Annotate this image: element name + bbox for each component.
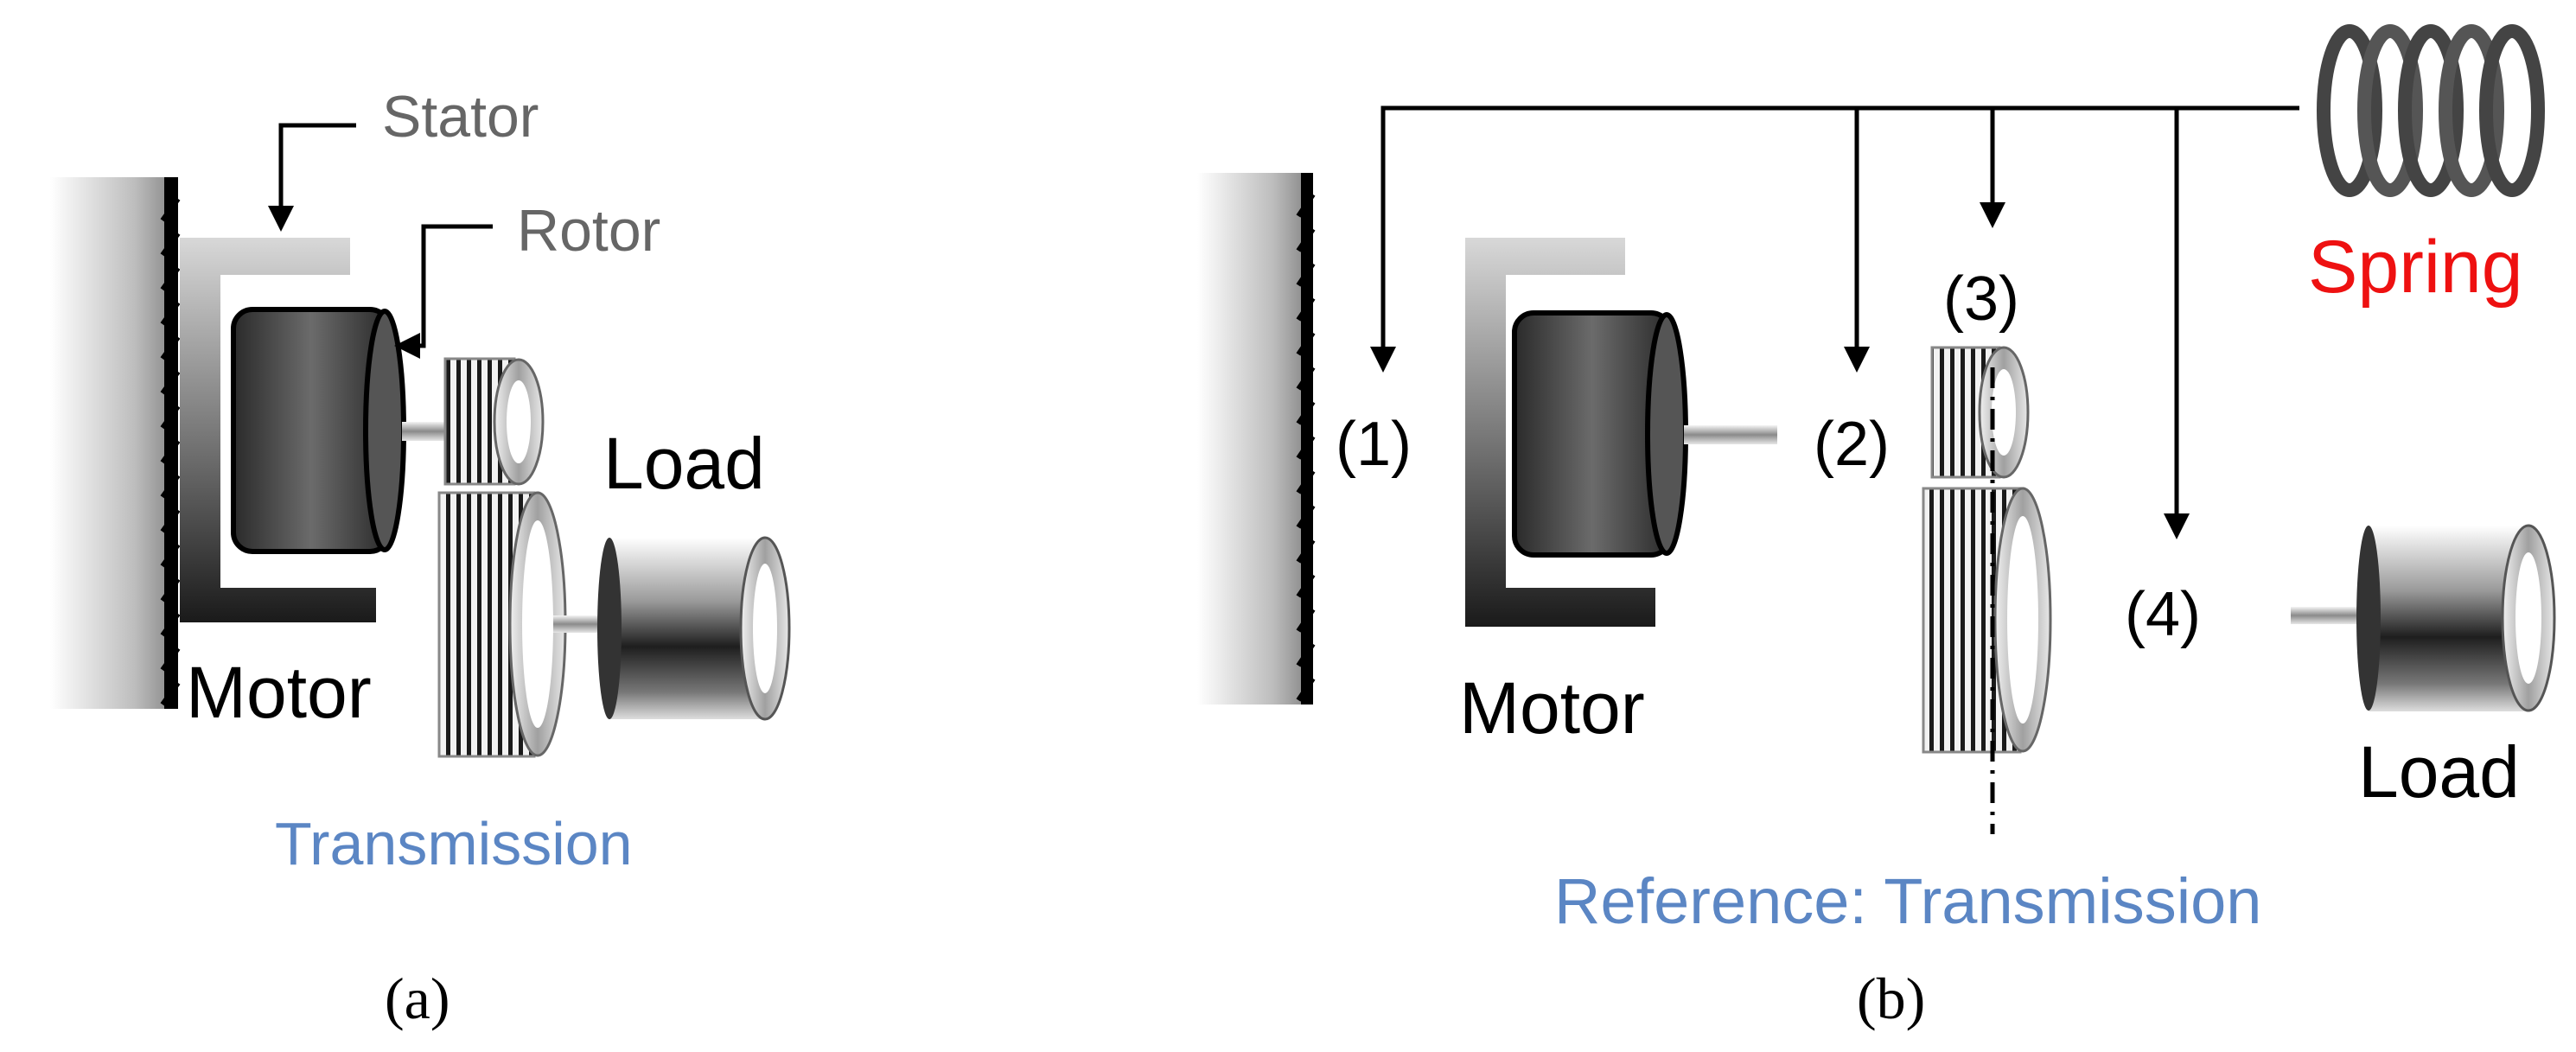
load-cylinder-icon xyxy=(597,536,791,721)
panel-b: Spring (1) (2) (3) (4) Motor Load Refere… xyxy=(1197,24,2556,1031)
rotor-icon xyxy=(1512,310,1688,558)
gear-icon xyxy=(1922,487,2052,754)
caption-a: (a) xyxy=(385,966,450,1031)
wall-icon xyxy=(50,177,181,709)
position-4-label: (4) xyxy=(2125,580,2201,649)
stator-icon xyxy=(180,238,376,622)
gear-icon xyxy=(1930,346,2030,479)
motor-label: Motor xyxy=(186,652,372,733)
wall-icon xyxy=(1197,173,1316,705)
stator-icon xyxy=(1465,238,1655,627)
rotor-leader-arrow xyxy=(394,224,493,359)
rotor-icon xyxy=(231,307,406,554)
panel-a: Stator Rotor Load Motor Transmission (a) xyxy=(50,84,791,1031)
position-2-label: (2) xyxy=(1814,410,1890,479)
gear-icon xyxy=(443,357,545,486)
spring-label: Spring xyxy=(2308,226,2523,309)
load-shaft xyxy=(2291,607,2373,624)
position-1-label: (1) xyxy=(1336,410,1412,479)
motor-shaft xyxy=(1684,425,1777,444)
caption-b: (b) xyxy=(1857,966,1925,1031)
rotor-label: Rotor xyxy=(517,198,660,264)
transmission-label: Transmission xyxy=(275,810,633,877)
spring-icon xyxy=(2317,24,2545,197)
reference-transmission-label: Reference: Transmission xyxy=(1554,865,2261,937)
stator-label: Stator xyxy=(382,84,539,150)
load-cylinder-icon xyxy=(2356,524,2556,712)
motor-label: Motor xyxy=(1459,667,1645,749)
rotor-shaft xyxy=(402,422,454,441)
gear-icon xyxy=(437,491,567,758)
load-label: Load xyxy=(2358,731,2520,813)
stator-leader-arrow xyxy=(268,123,356,232)
position-3-label: (3) xyxy=(1943,265,2019,334)
load-label: Load xyxy=(603,423,765,504)
